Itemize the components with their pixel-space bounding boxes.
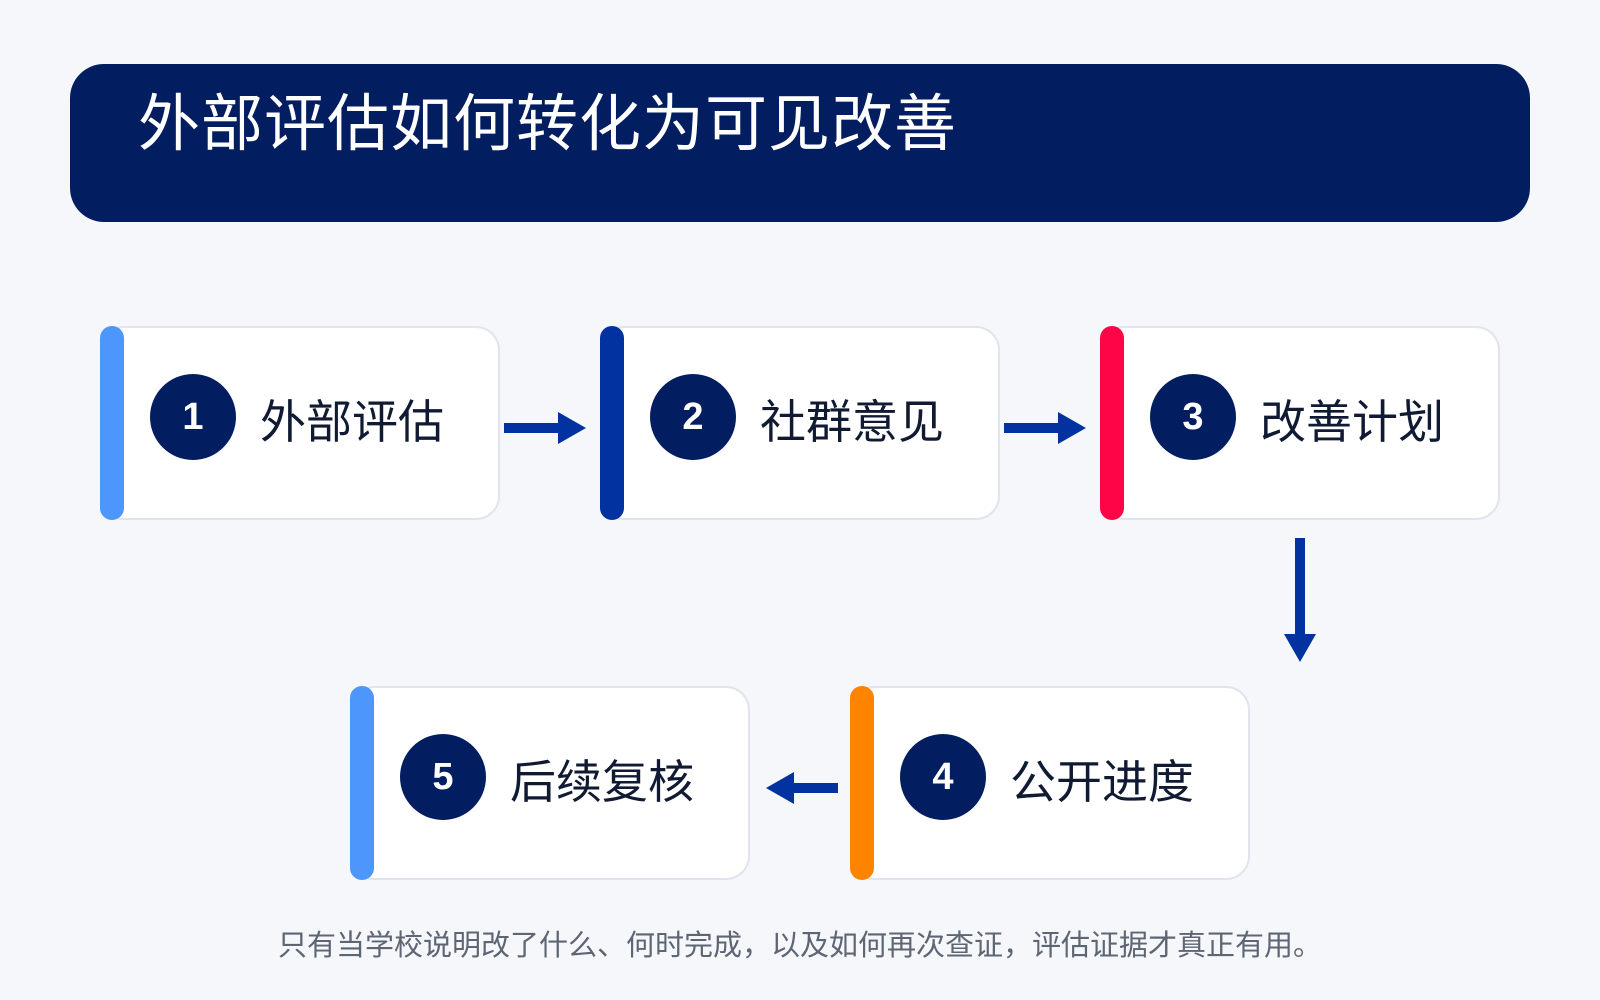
- step-number-badge: 4: [900, 734, 986, 820]
- step-card-3: 3 改善计划: [1100, 326, 1500, 520]
- accent-bar: [1100, 326, 1124, 520]
- step-label: 外部评估: [260, 395, 444, 449]
- arrow-right-icon: [1004, 410, 1086, 446]
- accent-bar: [850, 686, 874, 880]
- step-number-badge: 3: [1150, 374, 1236, 460]
- step-label: 后续复核: [510, 755, 694, 809]
- step-number-badge: 2: [650, 374, 736, 460]
- header-banner: 外部评估如何转化为可见改善: [70, 64, 1530, 222]
- step-card-4: 4 公开进度: [850, 686, 1250, 880]
- accent-bar: [350, 686, 374, 880]
- step-number-badge: 5: [400, 734, 486, 820]
- step-label: 改善计划: [1260, 395, 1444, 449]
- step-card-1: 1 外部评估: [100, 326, 500, 520]
- arrow-left-icon: [766, 770, 838, 806]
- accent-bar: [600, 326, 624, 520]
- step-label: 社群意见: [760, 395, 944, 449]
- step-label: 公开进度: [1010, 755, 1194, 809]
- arrow-down-icon: [1282, 538, 1318, 662]
- step-card-5: 5 后续复核: [350, 686, 750, 880]
- arrow-right-icon: [504, 410, 586, 446]
- accent-bar: [100, 326, 124, 520]
- step-number-badge: 1: [150, 374, 236, 460]
- footer-caption: 只有当学校说明改了什么、何时完成，以及如何再次查证，评估证据才真正有用。: [277, 928, 1322, 962]
- step-card-2: 2 社群意见: [600, 326, 1000, 520]
- page-title: 外部评估如何转化为可见改善: [138, 87, 958, 160]
